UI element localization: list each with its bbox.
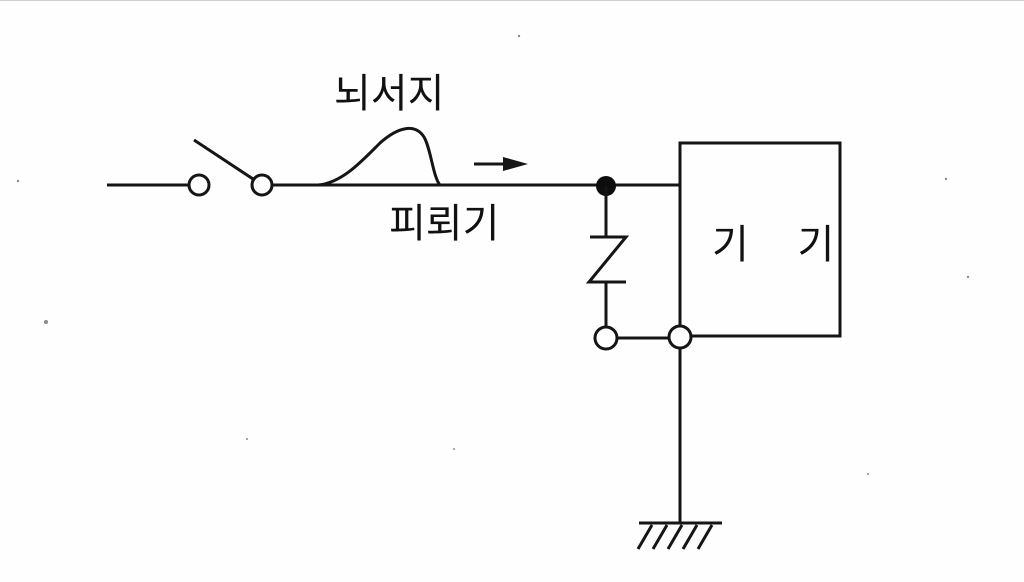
switch-terminal-right [250, 173, 274, 197]
device-box [678, 141, 842, 338]
switch-blade [193, 138, 257, 183]
switch [187, 138, 274, 197]
device-terminal [667, 324, 693, 350]
arrester-label: 피뢰기 [389, 201, 499, 247]
surge-waveform [317, 127, 442, 187]
switch-terminal-left [187, 173, 211, 197]
arrester-symbol [585, 186, 630, 351]
ground-icon [636, 521, 722, 550]
surge-label: 뇌서지 [334, 71, 444, 117]
direction-arrow-icon [474, 157, 528, 171]
scan-specks [16, 34, 970, 475]
arrester-terminal [593, 325, 619, 351]
device-label: 기 기 [712, 222, 852, 268]
